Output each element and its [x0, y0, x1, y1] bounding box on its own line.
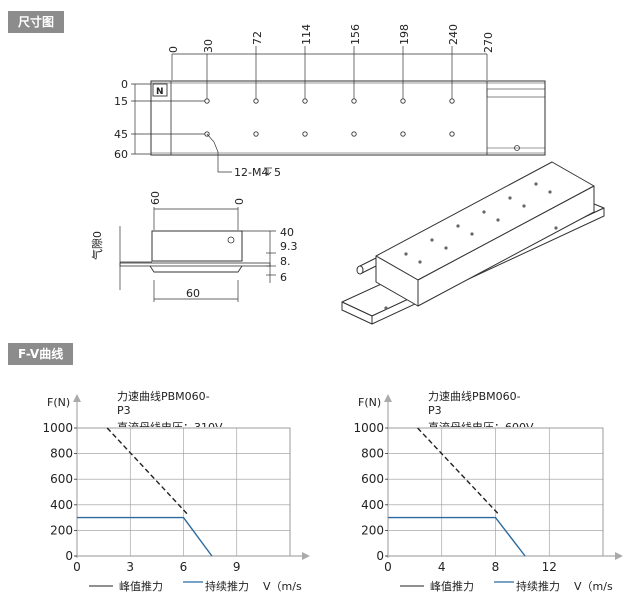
y-tick-label: 600 [50, 472, 73, 486]
x-dim-lines [171, 46, 488, 101]
x-tick-label: 0 [384, 560, 392, 574]
side-bottom-dim: 60 [186, 287, 200, 300]
y-tick-label: 0 [65, 549, 73, 563]
depth-symbol-icon [264, 167, 272, 176]
side-right-dim: 9.3 [280, 240, 298, 253]
legend-peak-label: 峰值推力 [430, 579, 474, 593]
y-axis-label: F(N) [358, 396, 381, 409]
series-cont-line [388, 516, 526, 557]
side-view-body [151, 230, 243, 262]
x-tick-label: 6 [180, 560, 188, 574]
y-tick-label: 400 [50, 498, 73, 512]
x-tick-label: 12 [542, 560, 557, 574]
top-view-body [150, 80, 546, 156]
x-tick-label: 9 [233, 560, 241, 574]
x-tick-label: 4 [438, 560, 446, 574]
y-tick: 0 [121, 78, 128, 91]
y-axis-arrow-icon [73, 394, 81, 402]
y-tick: 15 [114, 95, 128, 108]
dimension-drawing: N 0 30 72 114 156 198 240 270 0 15 45 60… [90, 24, 605, 325]
hole-depth: 5 [274, 166, 281, 179]
y-tick-label: 1000 [353, 421, 384, 435]
fv-chart-1: 0 200 400 600 800 1000 0 4 8 12 F(N) 力速曲线PBM060-P3 直… [353, 389, 623, 593]
plot-frame [76, 427, 291, 557]
fv-chart-0: 0 200 400 600 800 1000 0 3 6 9 F(N) 力速曲线PBM060-P3 直流… [42, 389, 310, 593]
plot-frame [387, 427, 604, 557]
x-tick: 30 [202, 39, 215, 53]
x-tick: 156 [349, 24, 362, 45]
top-view-y-ticks: 0 15 45 60 [114, 78, 128, 161]
side-view [119, 207, 276, 302]
top-view [131, 46, 546, 173]
side-view-labels: 60 0 40 9.3 8. 6 60 气隙0 [90, 191, 298, 300]
y-axis-label: F(N) [47, 396, 70, 409]
mount-hole [514, 145, 520, 151]
top-view-x-ticks: 0 30 72 114 156 198 240 270 [167, 24, 495, 53]
x-axis-label: V（m/s [574, 580, 613, 593]
y-axis-arrow-icon [384, 394, 392, 402]
section-tab-dimensions: 尺寸图 [8, 11, 65, 33]
chart-title-line3: 直流母线电压：600V [428, 420, 534, 434]
isometric-view [341, 161, 605, 325]
y-tick-label: 1000 [42, 421, 73, 435]
x-tick: 72 [251, 31, 264, 45]
y-dim-lines [131, 83, 207, 155]
x-tick: 198 [398, 24, 411, 45]
side-top-tick: 0 [233, 198, 246, 205]
y-tick-label: 800 [50, 447, 73, 461]
x-tick: 114 [300, 24, 313, 45]
y-tick-label: 200 [50, 523, 73, 537]
y-tick-label: 400 [361, 498, 384, 512]
y-tick: 60 [114, 148, 128, 161]
x-axis-arrow-icon [302, 552, 310, 560]
legend-cont-label: 持续推力 [516, 579, 560, 593]
hole-grid [204, 98, 455, 137]
y-tick-label: 800 [361, 447, 384, 461]
x-tick-label: 8 [492, 560, 500, 574]
side-right-dim: 40 [280, 226, 294, 239]
hole-callout-leader [206, 133, 232, 173]
x-axis-arrow-icon [615, 552, 623, 560]
y-tick: 45 [114, 128, 128, 141]
x-tick: 0 [167, 46, 180, 53]
chart-title-line1: 力速曲线PBM060- [117, 389, 210, 403]
n-mark: N [156, 87, 164, 97]
y-tick-label: 200 [361, 523, 384, 537]
series-cont-line [77, 516, 213, 557]
air-gap-label: 气隙0 [90, 231, 104, 260]
side-right-dim: 6 [280, 271, 287, 284]
chart-title-line1: 力速曲线PBM060- [428, 389, 521, 403]
x-tick-label: 3 [126, 560, 134, 574]
side-top-tick: 60 [149, 191, 162, 205]
legend-peak-label: 峰值推力 [119, 579, 163, 593]
legend-cont-label: 持续推力 [205, 579, 249, 593]
series-peak-line [417, 427, 499, 515]
chart-title-line3: 直流母线电压：310V [117, 420, 223, 434]
chart-title-line2: P3 [117, 404, 131, 417]
series-peak-line [106, 427, 188, 515]
y-tick-label: 0 [376, 549, 384, 563]
x-tick: 240 [447, 24, 460, 45]
chart-title-line2: P3 [428, 404, 442, 417]
section-tab-fv-curve: F-V曲线 [8, 343, 74, 365]
x-axis-label: V（m/s [263, 580, 302, 593]
n-mark-box [152, 83, 168, 97]
x-tick-label: 0 [73, 560, 81, 574]
base-plate [119, 262, 271, 267]
x-tick: 270 [482, 32, 495, 53]
y-tick-label: 600 [361, 472, 384, 486]
iso-holes [384, 182, 558, 310]
side-right-dim: 8. [280, 255, 291, 268]
hole-callout: 12-M4 [234, 166, 268, 179]
